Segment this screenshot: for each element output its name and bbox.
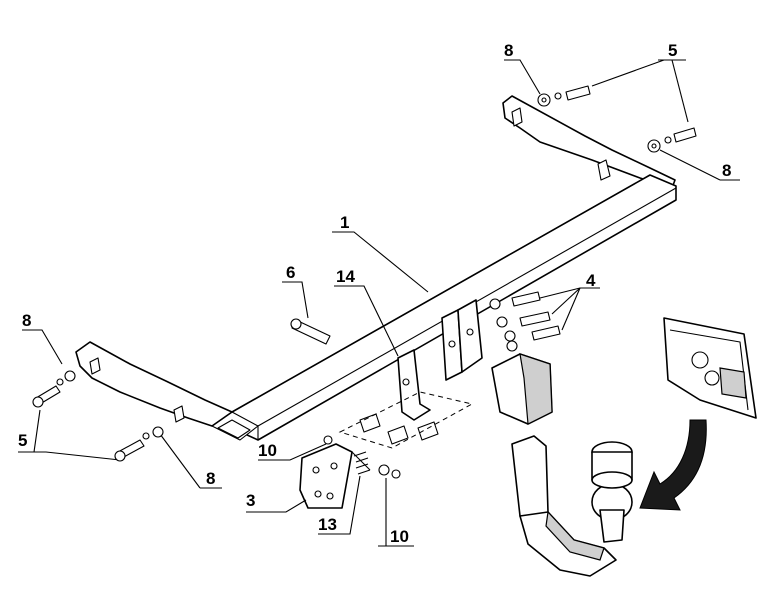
right-mounting-bracket	[502, 95, 676, 189]
callout-6: 6	[286, 263, 295, 282]
callout-8-top: 8	[504, 41, 513, 60]
callout-5-top: 5	[668, 41, 677, 60]
callout-3: 3	[246, 491, 255, 510]
spring-13	[351, 451, 371, 475]
assembly-guides	[338, 391, 474, 449]
detachable-tow-ball	[511, 435, 633, 577]
callout-1: 1	[340, 213, 349, 232]
curved-arrow-icon	[639, 419, 707, 511]
washers-10	[323, 435, 401, 479]
callout-8-right: 8	[722, 161, 731, 180]
inset-detail	[663, 317, 757, 419]
callout-8-bottom: 8	[206, 469, 215, 488]
callout-8-left: 8	[22, 311, 31, 330]
callout-10-bottom: 10	[390, 527, 409, 546]
center-bolts	[359, 413, 439, 445]
bolts-set-4	[489, 291, 561, 352]
hardware-left	[32, 370, 164, 462]
callout-5-left: 5	[18, 431, 27, 450]
hardware-top-right	[537, 85, 697, 153]
callout-14: 14	[336, 267, 355, 286]
left-mounting-bracket	[75, 341, 233, 427]
bolt-6	[290, 318, 331, 345]
callout-leaders	[18, 59, 740, 547]
main-crossbar	[211, 174, 677, 441]
ball-neck-mount	[491, 353, 553, 425]
socket-plate-3	[299, 443, 353, 509]
center-mounting-plates	[397, 299, 483, 421]
callout-10-left: 10	[258, 441, 277, 460]
callout-4: 4	[586, 271, 596, 290]
callout-13: 13	[318, 515, 337, 534]
